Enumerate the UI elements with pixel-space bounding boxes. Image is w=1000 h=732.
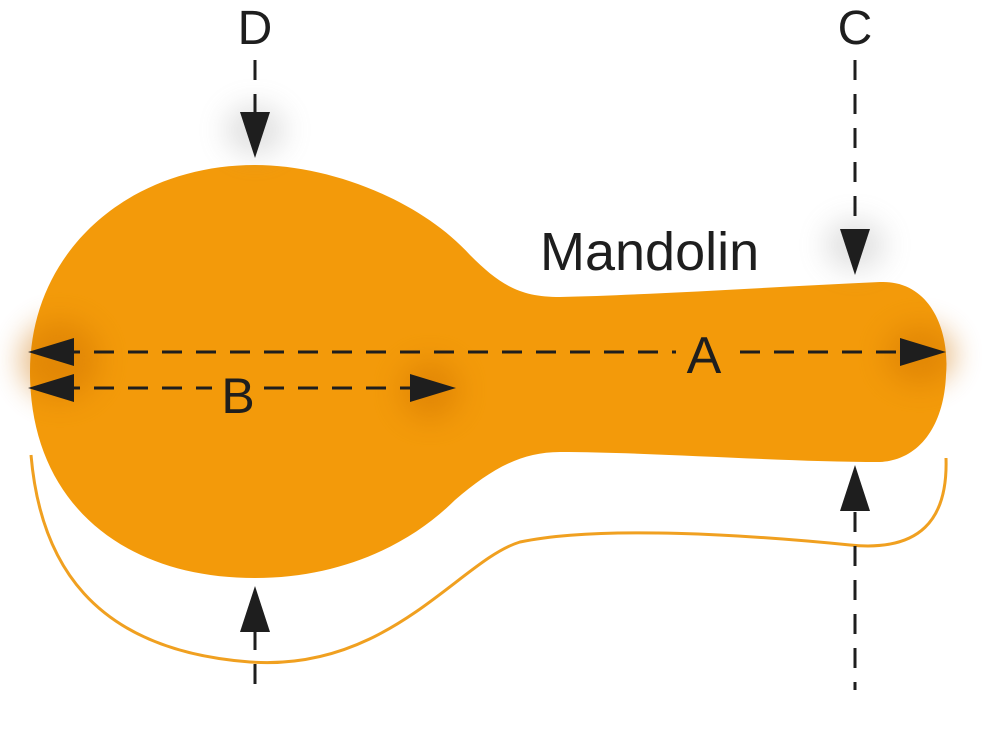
instrument-title: Mandolin	[540, 222, 759, 282]
dimension-c-label: C	[838, 2, 873, 55]
dimension-a-label-backdrop	[676, 328, 732, 376]
dimension-a-label: A	[687, 327, 722, 385]
dimension-a-right-arrowhead	[900, 338, 946, 366]
dimension-d-label: D	[238, 2, 273, 55]
dimension-d-top-arrowhead	[240, 112, 270, 158]
dimension-b-label-backdrop	[212, 368, 264, 418]
dimension-b-label: B	[221, 368, 254, 424]
dimension-c-bottom-arrowhead	[840, 465, 870, 511]
dimension-b-right-arrowhead	[410, 374, 456, 402]
mandolin-body-shape	[30, 165, 947, 578]
dimension-b-left-arrowhead	[28, 374, 74, 402]
dimension-c-top-arrowhead	[840, 229, 870, 275]
dimension-d-bottom-arrowhead	[240, 586, 270, 632]
dimension-a-left-arrowhead	[28, 338, 74, 366]
side-profile-outline	[29, 454, 948, 665]
